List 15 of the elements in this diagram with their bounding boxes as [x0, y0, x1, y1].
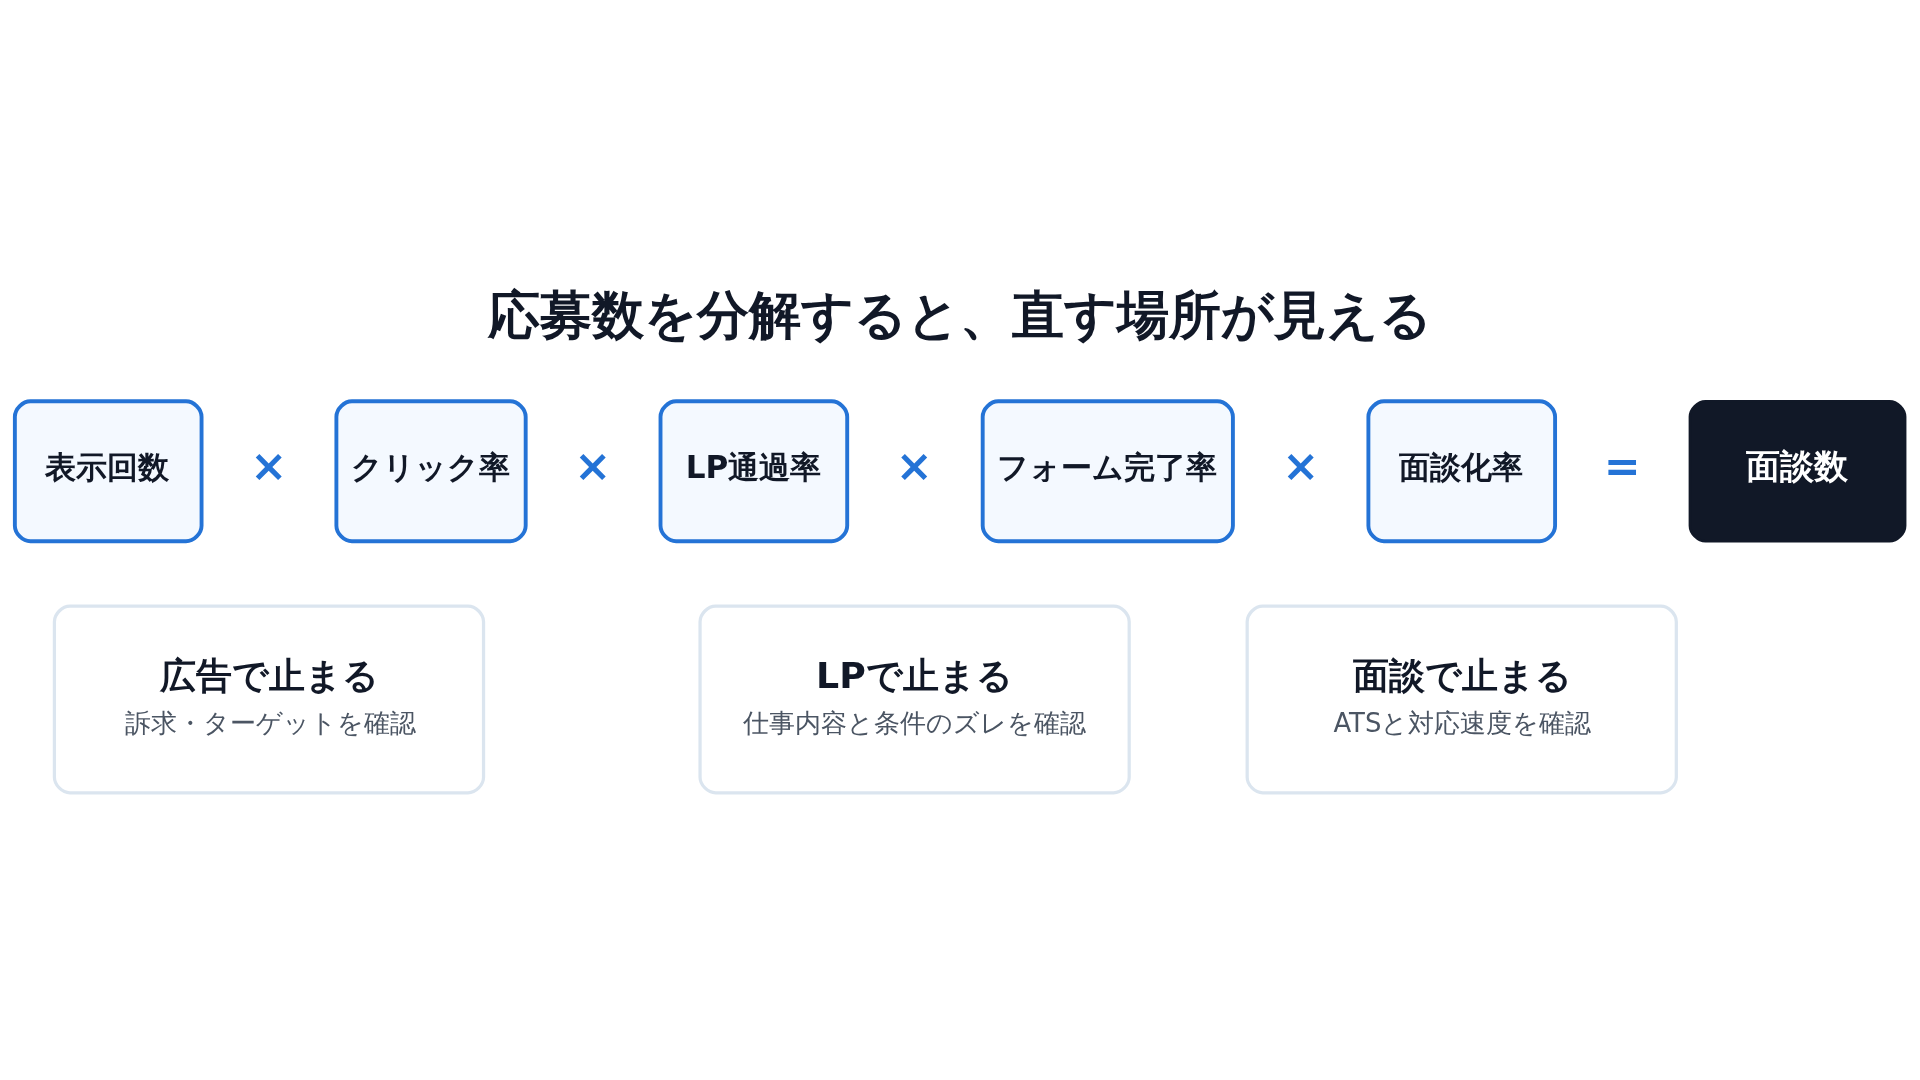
node-box: LP通過率 — [658, 399, 850, 544]
node-box: 広告で止まる 訴求・ターゲットを確認 — [52, 604, 486, 795]
node-box: フォーム完了率 — [980, 399, 1235, 544]
label: = — [1603, 440, 1641, 492]
label: × — [1282, 440, 1320, 492]
node-box: 表示回数 — [12, 399, 204, 544]
label: × — [250, 440, 288, 492]
node-box: 面談で止まる ATSと対応速度を確認 — [1245, 604, 1678, 795]
node-box: 面談数 — [1688, 400, 1907, 543]
label: × — [895, 440, 933, 492]
label: × — [574, 440, 612, 492]
node-box: LPで止まる 仕事内容と条件のズレを確認 — [698, 604, 1131, 795]
node-box: クリック率 — [334, 399, 528, 544]
diagram-title: 応募数を分解すると、直す場所が見える — [488, 284, 1433, 345]
node-box: 面談化率 — [1366, 399, 1558, 544]
